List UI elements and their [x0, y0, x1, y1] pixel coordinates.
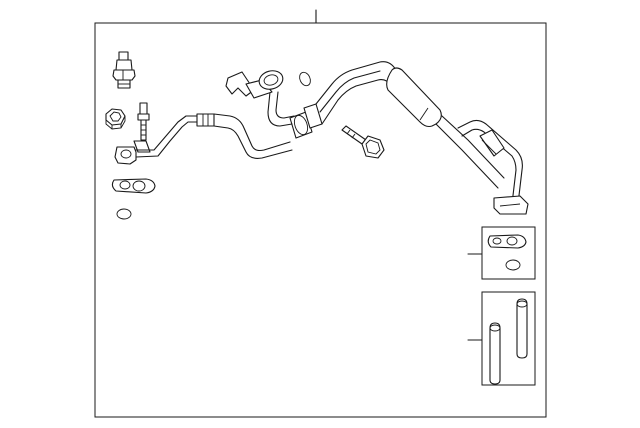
stud — [137, 102, 150, 141]
pressure-switch — [112, 51, 136, 89]
mounting-bolt — [341, 125, 385, 159]
o-ring — [116, 208, 132, 220]
diagram-frame — [94, 22, 547, 418]
flange-gasket — [111, 178, 156, 194]
suction-discharge-hose-assembly — [114, 61, 529, 215]
gasket-kit-inset — [467, 226, 536, 280]
filter-insert-inset — [467, 291, 536, 386]
hex-nut — [105, 108, 126, 130]
